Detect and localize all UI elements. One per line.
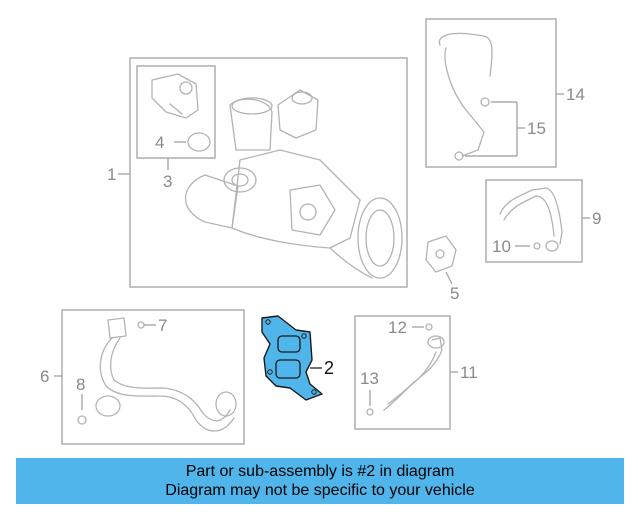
sensor-5-illustration [425, 235, 457, 273]
coolant-line-box-9 [485, 179, 583, 263]
banner-line-1: Part or sub-assembly is #2 in diagram [185, 463, 455, 480]
return-line-11-illustration [366, 323, 445, 416]
callout-4: 4 [155, 133, 164, 152]
callout-2: 2 [324, 358, 334, 378]
callout-15: 15 [527, 119, 546, 138]
turbocharger-illustration [184, 89, 403, 279]
callout-14: 14 [566, 85, 585, 104]
coolant-line-9-illustration [499, 187, 563, 252]
callout-13: 13 [360, 369, 379, 388]
pipe-box-6 [61, 309, 245, 445]
callout-12: 12 [388, 318, 407, 337]
callout-11: 11 [460, 363, 478, 382]
gasket-2-highlighted [261, 315, 323, 401]
pipe-6-illustration [77, 317, 237, 432]
o-ring-4 [187, 132, 211, 152]
callout-9: 9 [592, 209, 601, 228]
oil-line-14-illustration [438, 32, 493, 161]
callout-3: 3 [163, 172, 172, 191]
oil-line-box-14 [425, 18, 557, 168]
actuator-illustration [151, 73, 199, 119]
callout-1: 1 [107, 165, 116, 184]
info-banner: Part or sub-assembly is #2 in diagram Di… [16, 458, 624, 504]
callout-6: 6 [40, 367, 49, 386]
actuator-box [136, 65, 216, 159]
callout-7: 7 [158, 316, 167, 335]
turbo-assembly-box [129, 57, 408, 288]
banner-line-2: Diagram may not be specific to your vehi… [165, 482, 475, 499]
callout-8: 8 [76, 375, 85, 394]
callout-5: 5 [450, 284, 459, 303]
callout-10: 10 [492, 237, 511, 256]
gasket-2-shape [261, 315, 323, 401]
